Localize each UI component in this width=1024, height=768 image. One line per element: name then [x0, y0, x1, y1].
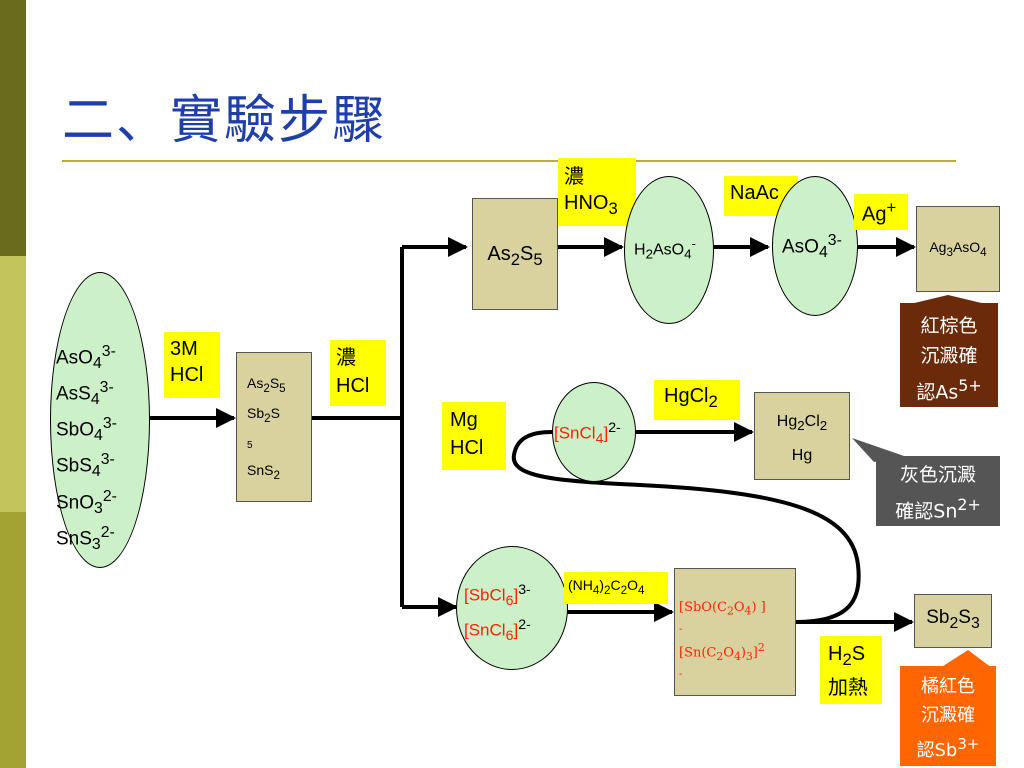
- aso4-label: AsO43-: [782, 232, 842, 262]
- left-stripe-middle: [0, 256, 26, 512]
- sncl4-oval: [552, 382, 636, 482]
- sncl4-label: [SnCl4]2-: [554, 420, 621, 448]
- hg2cl2-hg-box: Hg2Cl2 Hg: [754, 392, 850, 480]
- slide-title: 二、實驗步驟: [62, 91, 387, 151]
- reagent-ag: Ag+: [854, 194, 908, 230]
- anion-ass4: AsS43-: [56, 379, 114, 409]
- reagent-hgcl2: HgCl2: [654, 380, 740, 420]
- reagent-conc-hno3: 濃 HNO3: [558, 158, 636, 226]
- callout-sb-confirm: 橘紅色 沉澱確 認Sb3+: [900, 666, 996, 766]
- reagent-conc-hcl: 濃 HCl: [330, 340, 386, 406]
- reagent-3m-hcl: 3M HCl: [164, 332, 220, 398]
- loop-sncl-recycle: [511, 430, 861, 624]
- h2aso4-oval: [624, 176, 714, 324]
- start-anions-oval: [50, 272, 150, 568]
- reagent-ammonium-oxalate: (NH4)2C2O4: [564, 572, 668, 604]
- h2aso4-label: H2AsO4-: [634, 236, 696, 262]
- callout-sb-tail: [940, 650, 992, 668]
- anion-sno3: SnO32-: [56, 487, 117, 517]
- title-divider: [62, 160, 956, 162]
- sb2s3-box: Sb2S3: [914, 594, 992, 648]
- ag3aso4-box: Ag3AsO4: [916, 206, 1000, 292]
- reagent-h2s-heat: H2S 加熱: [820, 636, 882, 704]
- oxalate-complex-box: [SbO(C2O4) ] - [Sn(C2O4)3]2 -: [674, 568, 796, 696]
- chloro-complex-oval: [456, 546, 568, 670]
- reagent-mg-hcl: Mg HCl: [442, 402, 506, 470]
- start-anions-list: AsO43- AsS43- SbO43- SbS43- SnO32- SnS32…: [56, 340, 117, 557]
- anion-sbo4: SbO43-: [56, 415, 117, 445]
- callout-as-confirm: 紅棕色 沉澱確 認As5+: [900, 303, 998, 407]
- chloro-complex-label: [SbCl6]3- [SnCl6]2-: [464, 582, 531, 645]
- callout-sn-confirm: 灰色沉澱 確認Sn2+: [876, 456, 1000, 526]
- anion-sns3: SnS32-: [56, 523, 115, 553]
- anion-aso4: AsO43-: [56, 343, 116, 373]
- anion-sbs4: SbS43-: [56, 451, 115, 481]
- callout-as-tail: [906, 295, 990, 305]
- aso4-oval: [772, 176, 858, 316]
- as2s5-box: As2S5: [472, 198, 558, 310]
- left-stripe-bottom: [0, 512, 26, 768]
- left-stripe-top: [0, 0, 26, 256]
